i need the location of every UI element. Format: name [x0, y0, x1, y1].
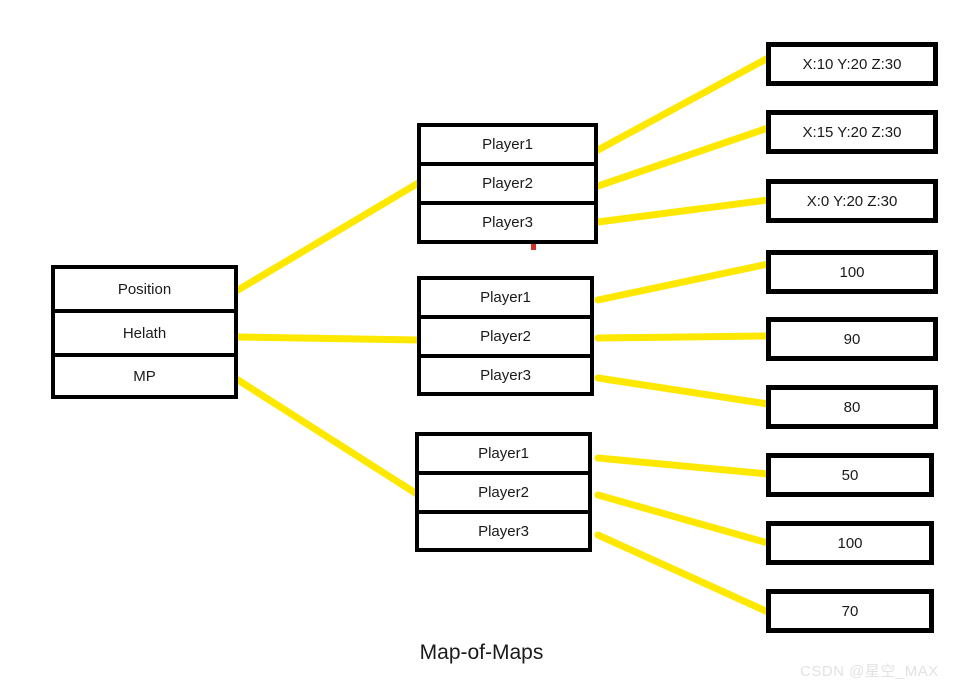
attribute-row-health-label: Helath [122, 324, 167, 342]
health-player1-label: Player1 [480, 289, 531, 306]
watermark-label: CSDN @星空_MAX [800, 663, 939, 680]
value-mp-player2-label: 100 [837, 534, 863, 552]
position-players-node: Player1 Player2 Player3 [417, 123, 598, 244]
position-player3-label: Player3 [482, 214, 533, 231]
position-player2-label: Player2 [482, 175, 533, 192]
position-player1-label: Player1 [482, 136, 533, 153]
attribute-row-position-label: Position [117, 280, 172, 298]
connector-g1-player2-to-value2 [594, 124, 772, 190]
attribute-row-mp[interactable]: MP [55, 357, 234, 395]
value-position-player2-label: X:15 Y:20 Z:30 [802, 123, 902, 141]
position-player3-row[interactable]: Player3 [421, 205, 594, 240]
value-box-position-player3[interactable]: X:0 Y:20 Z:30 [766, 179, 938, 223]
value-box-mp-player3[interactable]: 70 [766, 589, 934, 633]
value-box-position-player2[interactable]: X:15 Y:20 Z:30 [766, 110, 938, 154]
attribute-row-position[interactable]: Position [55, 269, 234, 313]
value-box-mp-player1[interactable]: 50 [766, 453, 934, 497]
connector-g2-player2-to-value5 [594, 332, 772, 342]
position-player1-row[interactable]: Player1 [421, 127, 594, 166]
value-health-player2-label: 90 [843, 330, 861, 348]
attribute-row-mp-label: MP [133, 367, 156, 385]
connector-g3-player3-to-value9 [594, 531, 772, 616]
health-player2-label: Player2 [480, 328, 531, 345]
mp-players-node: Player1 Player2 Player3 [415, 432, 592, 552]
value-position-player3-label: X:0 Y:20 Z:30 [806, 192, 898, 210]
health-player3-label: Player3 [480, 366, 531, 384]
connector-g1-player1-to-value1 [594, 54, 772, 154]
value-health-player3-label: 80 [843, 398, 861, 416]
mp-player2-row[interactable]: Player2 [419, 475, 588, 514]
connector-g2-player3-to-value6 [594, 374, 772, 408]
value-box-health-player1[interactable]: 100 [766, 250, 938, 294]
value-mp-player3-label: 70 [841, 602, 859, 620]
value-mp-player1-label: 50 [841, 466, 859, 484]
attribute-map-node: Position Helath MP [51, 265, 238, 399]
mp-player3-label: Player3 [478, 522, 529, 540]
value-box-mp-player2[interactable]: 100 [766, 521, 934, 565]
value-box-health-player3[interactable]: 80 [766, 385, 938, 429]
value-box-position-player1[interactable]: X:10 Y:20 Z:30 [766, 42, 938, 86]
health-player2-row[interactable]: Player2 [421, 319, 590, 358]
position-player2-row[interactable]: Player2 [421, 166, 594, 205]
connector-g2-player1-to-value4 [594, 260, 772, 304]
connector-position-to-group1 [234, 178, 424, 294]
mp-player1-row[interactable]: Player1 [419, 436, 588, 475]
connector-mp-to-group3 [234, 376, 424, 500]
health-players-node: Player1 Player2 Player3 [417, 276, 594, 396]
connector-g1-player3-to-value3 [594, 196, 772, 226]
mp-player3-row[interactable]: Player3 [419, 514, 588, 548]
health-player1-row[interactable]: Player1 [421, 280, 590, 319]
page-title: Map-of-Maps [419, 641, 544, 664]
value-box-health-player2[interactable]: 90 [766, 317, 938, 361]
mp-player2-label: Player2 [478, 484, 529, 501]
value-health-player1-label: 100 [839, 263, 865, 281]
attribute-row-health[interactable]: Helath [55, 313, 234, 357]
value-position-player1-label: X:10 Y:20 Z:30 [802, 55, 902, 73]
health-player3-row[interactable]: Player3 [421, 358, 590, 392]
connector-health-to-group2 [234, 333, 424, 344]
mp-player1-label: Player1 [478, 445, 529, 462]
red-marker-dot [531, 244, 536, 250]
connector-g3-player2-to-value8 [594, 491, 772, 547]
connector-g3-player1-to-value7 [594, 454, 772, 478]
